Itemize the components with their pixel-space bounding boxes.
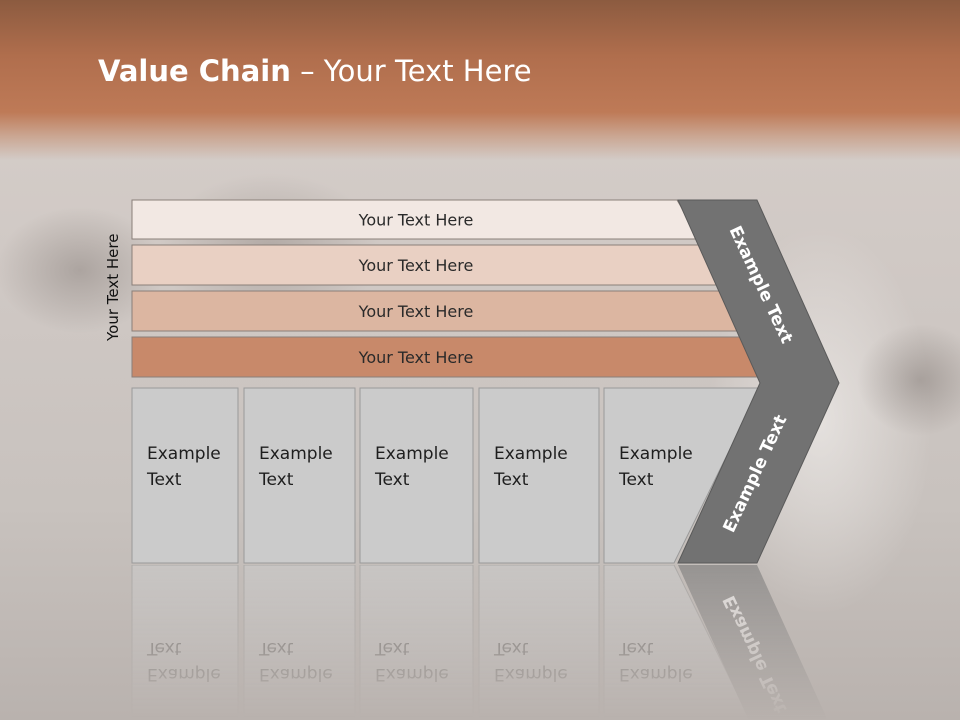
- chevron-arrow: [677, 199, 840, 564]
- primary-box-3-line2: Text: [374, 470, 410, 490]
- primary-box-5-reflection-line1: Example: [619, 664, 693, 684]
- primary-box-3-reflection-line2: Text: [374, 638, 410, 658]
- primary-box-4-reflection: Example Text: [478, 564, 600, 720]
- primary-box-5-reflection: Example Text: [603, 564, 751, 720]
- primary-box-3-line1: Example: [375, 444, 449, 464]
- primary-box-3-reflection-shape: [359, 564, 474, 720]
- support-bar-2-label: Your Text Here: [358, 256, 474, 275]
- primary-box-3-reflection: Example Text: [359, 564, 474, 720]
- primary-box-5-reflection-shape: [603, 564, 751, 720]
- primary-box-1-line2: Text: [146, 470, 182, 490]
- support-bar-1-label: Your Text Here: [358, 211, 474, 230]
- primary-box-4-line1: Example: [494, 444, 568, 464]
- primary-box-4-line2: Text: [493, 470, 529, 490]
- primary-box-1: [131, 387, 239, 564]
- primary-box-3-reflection-line1: Example: [375, 664, 449, 684]
- primary-box-5: [603, 387, 761, 564]
- primary-box-2-reflection-line2: Text: [258, 638, 294, 658]
- primary-box-2-reflection-line1: Example: [259, 664, 333, 684]
- title-band: [0, 0, 960, 160]
- support-bar-3-label: Your Text Here: [358, 302, 474, 321]
- primary-box-2: [243, 387, 356, 564]
- primary-box-1-reflection-line1: Example: [147, 664, 221, 684]
- primary-box-4-reflection-line2: Text: [493, 638, 529, 658]
- primary-box-1-reflection: Example Text: [131, 564, 239, 720]
- chevron-reflection-shape: [678, 565, 828, 720]
- primary-box-4-reflection-line1: Example: [494, 664, 568, 684]
- support-bar-4-label: Your Text Here: [358, 348, 474, 367]
- slide-title: Value Chain – Your Text Here: [98, 54, 798, 94]
- primary-box-2-reflection: Example Text: [243, 564, 356, 720]
- primary-box-2-line2: Text: [258, 470, 294, 490]
- primary-box-5-reflection-line2: Text: [618, 638, 654, 658]
- title-rest: – Your Text Here: [290, 54, 532, 88]
- primary-box-4: [478, 387, 600, 564]
- primary-box-1-reflection-shape: [131, 564, 239, 720]
- primary-box-5-line1: Example: [619, 444, 693, 464]
- primary-box-4-reflection-shape: [478, 564, 600, 720]
- primary-box-2-reflection-shape: [243, 564, 356, 720]
- primary-box-1-reflection-line2: Text: [146, 638, 182, 658]
- primary-box-1-line1: Example: [147, 444, 221, 464]
- primary-box-3: [359, 387, 474, 564]
- title-bold: Value Chain: [98, 54, 291, 88]
- primary-box-2-line1: Example: [259, 444, 333, 464]
- primary-box-5-line2: Text: [618, 470, 654, 490]
